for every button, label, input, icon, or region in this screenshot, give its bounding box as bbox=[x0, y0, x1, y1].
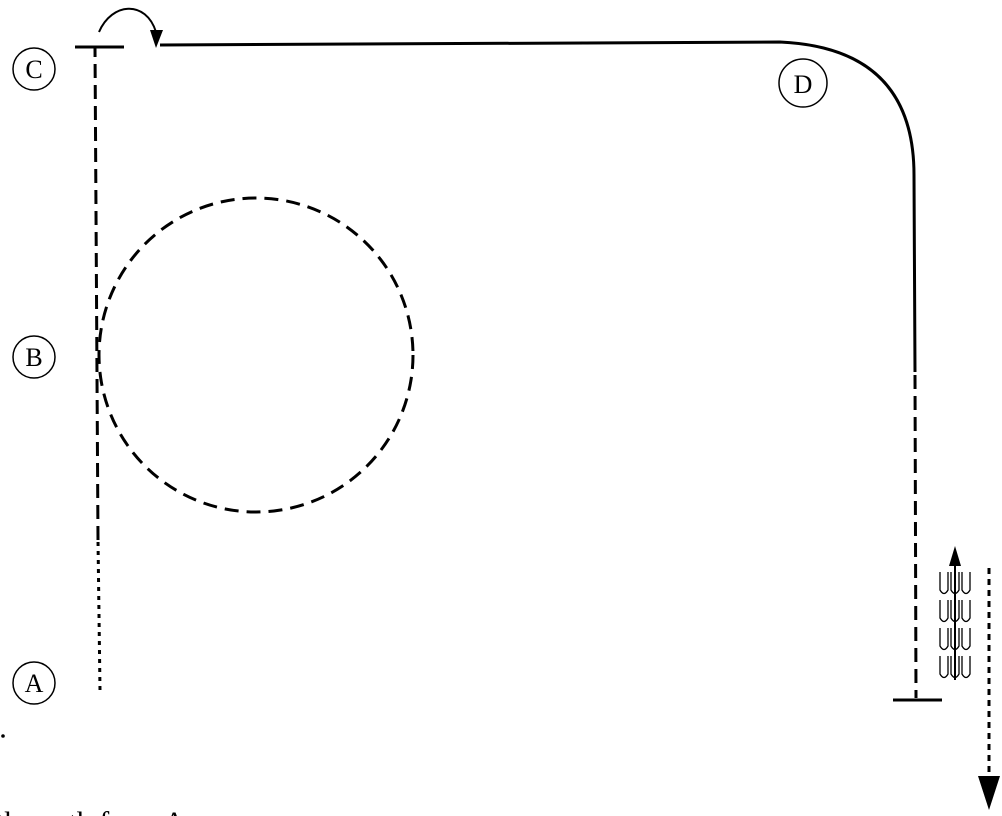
label-b: B bbox=[12, 335, 56, 379]
svg-text:D: D bbox=[794, 70, 813, 99]
svg-text:A: A bbox=[25, 669, 44, 698]
curved-arrow-head bbox=[150, 30, 163, 48]
u-marks bbox=[939, 572, 971, 679]
label-c: C bbox=[12, 47, 56, 91]
svg-text:C: C bbox=[25, 55, 42, 84]
path-segment-b-dashed bbox=[93, 47, 100, 541]
label-a: A bbox=[12, 661, 56, 705]
svg-text:B: B bbox=[25, 343, 42, 372]
path-segment-c-d-solid bbox=[159, 40, 917, 373]
caption-text: the path from A bbox=[0, 806, 185, 816]
up-arrow-head bbox=[949, 546, 961, 566]
down-arrow-head bbox=[978, 776, 1000, 810]
path-segment-a-dotted bbox=[96, 539, 102, 691]
stray-dot bbox=[1, 734, 5, 738]
path-segment-right-dashed bbox=[913, 374, 918, 699]
label-d: D bbox=[778, 58, 828, 108]
loop-circle-dashed bbox=[97, 196, 415, 514]
curved-arrow-icon bbox=[98, 7, 157, 33]
